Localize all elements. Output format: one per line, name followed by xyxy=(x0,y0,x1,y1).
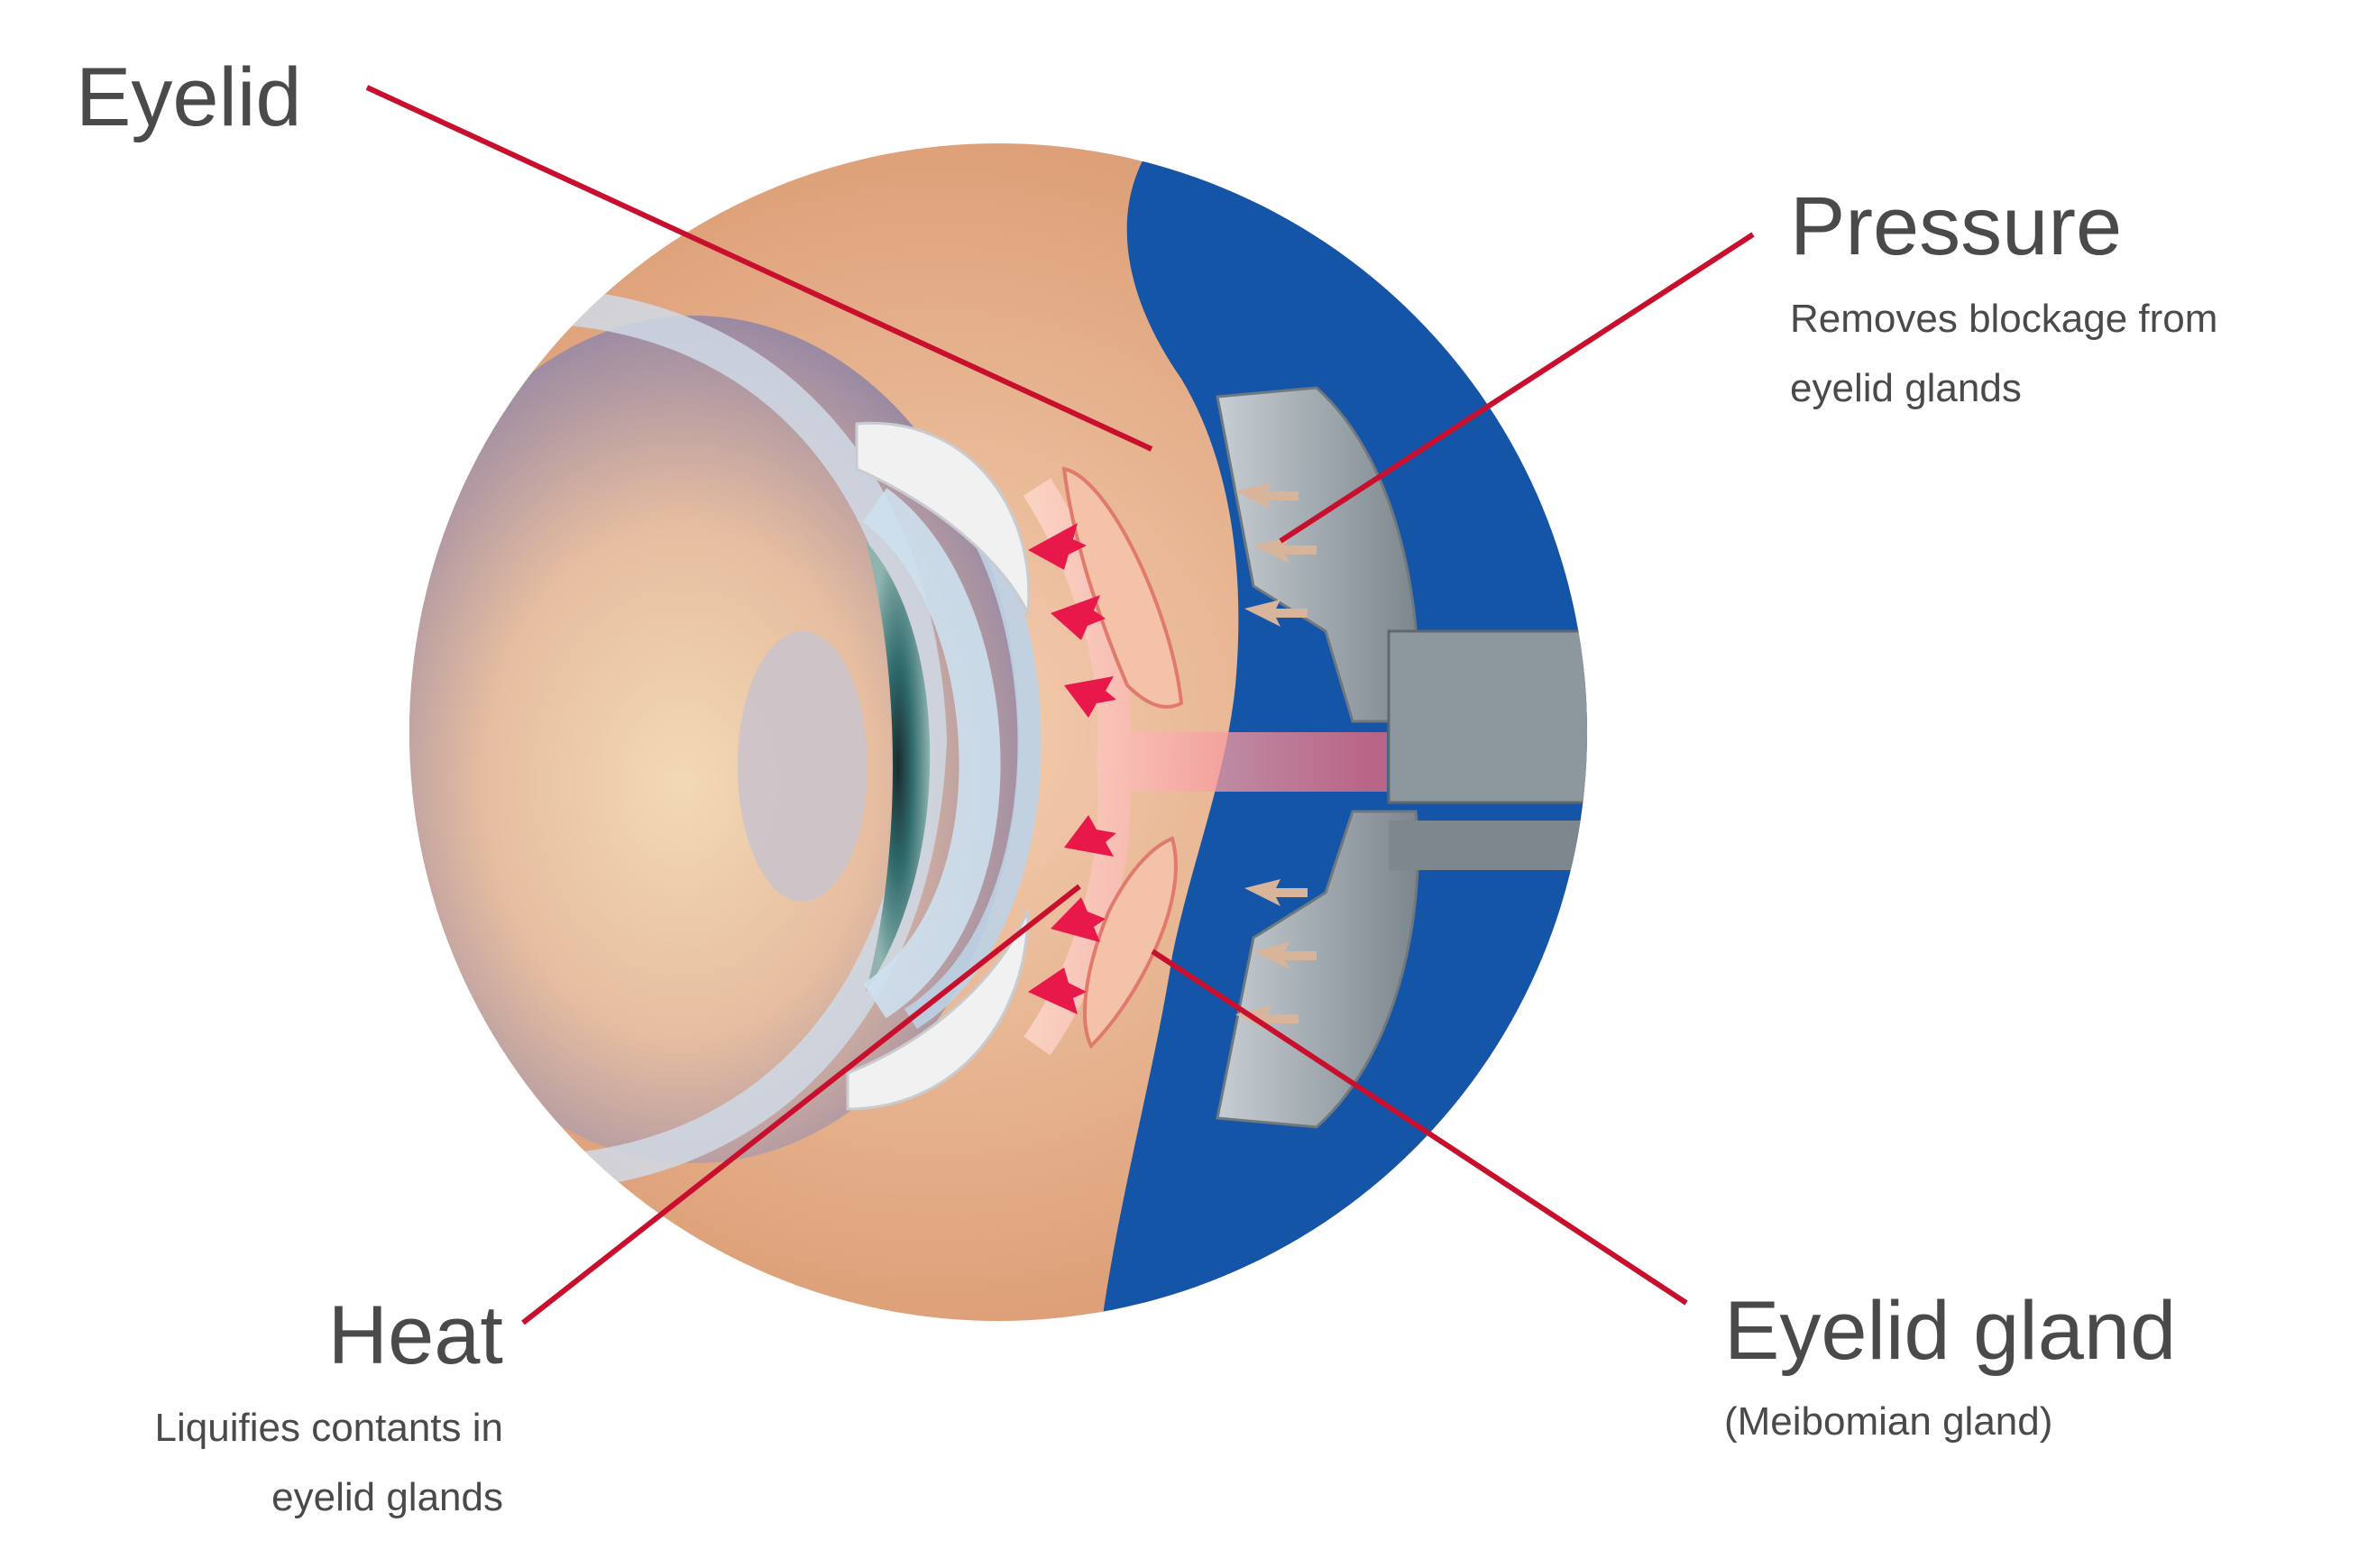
device-connector xyxy=(1389,821,1587,870)
eyelid-gland-label: Eyelid gland xyxy=(1724,1285,2177,1377)
eyelid-label: Eyelid xyxy=(76,51,302,143)
lower-gland xyxy=(1082,836,1178,1050)
heat-arrows xyxy=(1028,523,1116,1014)
heat-callout-line xyxy=(521,884,1081,1325)
pressure-callout: Pressure Removes blockage from eyelid gl… xyxy=(1790,185,2217,423)
heat-callout: Heat Liquifies contants in eyelid glands xyxy=(36,1294,503,1532)
cornea xyxy=(862,488,1001,1019)
pressure-desc-line1: Removes blockage from xyxy=(1790,297,2218,341)
eyelid-gland-callout-line xyxy=(1151,949,1688,1306)
device-body xyxy=(1387,629,1587,804)
pressure-arrows xyxy=(1235,482,1317,1032)
heat-label: Heat xyxy=(327,1289,503,1381)
heat-desc-line1: Liquifies contants in xyxy=(154,1406,503,1450)
heat-channel xyxy=(1023,478,1387,1056)
upper-lid-pad xyxy=(855,421,1031,619)
lens xyxy=(738,631,867,902)
pressure-desc-line2: eyelid glands xyxy=(1790,366,2022,410)
pressure-label: Pressure xyxy=(1790,180,2123,272)
iris xyxy=(866,541,931,992)
device-lower-paddle xyxy=(1216,810,1419,1129)
eyelid-gland-callout: Eyelid gland (Meibomian gland) xyxy=(1724,1289,2176,1456)
eyeball xyxy=(409,316,1019,1163)
lower-lid-pad xyxy=(846,910,1030,1111)
eyelid-callout-line xyxy=(365,85,1153,452)
pressure-callout-line xyxy=(1279,232,1755,544)
heat-desc-line2: eyelid glands xyxy=(271,1475,503,1519)
eyelid-gland-desc: (Meibomian gland) xyxy=(1724,1399,2053,1444)
upper-gland xyxy=(1061,466,1184,709)
